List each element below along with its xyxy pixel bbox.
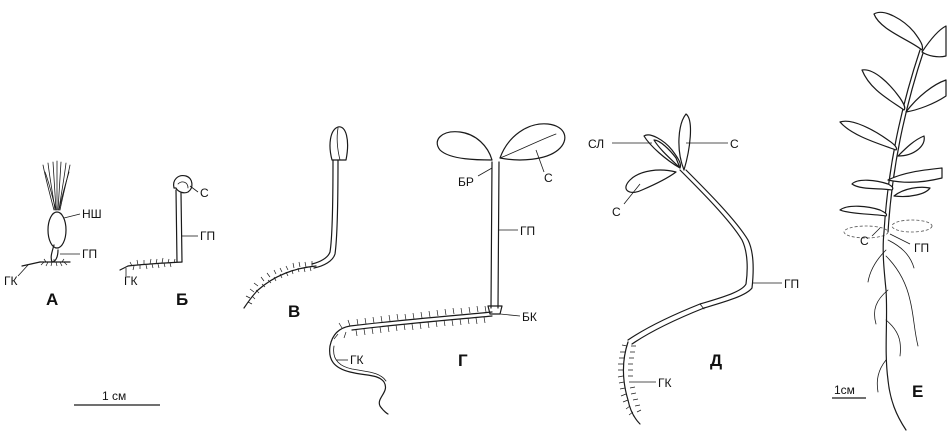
label-s-left-d: С	[612, 205, 621, 219]
seedling-e: С ГП Е	[840, 12, 946, 430]
achene-a	[48, 212, 66, 248]
label-gk-a: ГК	[4, 274, 18, 288]
label-br-g: БР	[458, 175, 474, 189]
stage-letter-a: А	[46, 290, 58, 309]
label-s-e: С	[860, 234, 869, 248]
pappus-bristles-a	[43, 161, 70, 210]
cotyledon-dashed-right-e	[892, 220, 932, 232]
label-gp-b: ГП	[200, 229, 215, 243]
leaf-e-4	[906, 80, 946, 112]
scale-bar-main: 1 см	[74, 389, 160, 405]
leaf-e-1	[874, 12, 923, 50]
label-gp-d: ГП	[784, 277, 799, 291]
leaf-e-6	[898, 136, 924, 156]
stage-letter-e: Е	[912, 382, 923, 401]
scale-label-main: 1 см	[102, 389, 126, 403]
seedling-v: В	[244, 127, 348, 321]
leaf-e-3	[862, 70, 905, 110]
label-gk-b: ГК	[124, 274, 138, 288]
leaf-e-8	[894, 187, 930, 196]
label-s-b: С	[200, 186, 209, 200]
label-gk-g: ГК	[350, 353, 364, 367]
scale-bar-e: 1см	[832, 383, 866, 398]
cotyledon-left-g	[437, 132, 492, 160]
cotyledon-top-d	[679, 114, 691, 170]
cotyledon-left-d	[626, 170, 676, 192]
label-bk-g: БК	[522, 310, 537, 324]
seedling-d: СЛ С С ГП ГК Д	[588, 114, 799, 424]
label-s-top-d: С	[730, 137, 739, 151]
label-nsh-a: НШ	[82, 207, 102, 221]
label-gk-d: ГК	[658, 376, 672, 390]
root-hairs-a	[22, 259, 70, 266]
label-gp-e: ГП	[914, 241, 929, 255]
label-s-g: С	[544, 171, 553, 185]
roots-e	[868, 232, 918, 430]
leaf-e-10	[888, 168, 942, 182]
stage-letter-v: В	[288, 302, 300, 321]
cotyledon-right-g	[500, 124, 565, 160]
stage-letter-d: Д	[710, 351, 722, 370]
root-hairs-b	[120, 258, 182, 270]
leaf-e-7	[852, 180, 893, 190]
leaf-e-9	[840, 206, 887, 216]
leaf-e-5	[840, 121, 897, 150]
leaf-e-2	[922, 26, 946, 57]
label-gp-a: ГП	[82, 247, 97, 261]
stage-letter-b: Б	[176, 290, 188, 309]
label-gp-g: ГП	[520, 224, 535, 238]
label-sl-d: СЛ	[588, 137, 604, 151]
stage-letter-g: Г	[458, 351, 468, 370]
seedling-g: БР С ГП БК ГК Г	[330, 124, 565, 414]
root-hairs-d	[618, 342, 641, 424]
root-hairs-v	[244, 261, 316, 308]
scale-label-e: 1см	[834, 383, 855, 397]
seedling-b: С ГП ГК Б	[120, 176, 215, 309]
seedling-a: НШ ГП ГК А	[4, 161, 102, 309]
